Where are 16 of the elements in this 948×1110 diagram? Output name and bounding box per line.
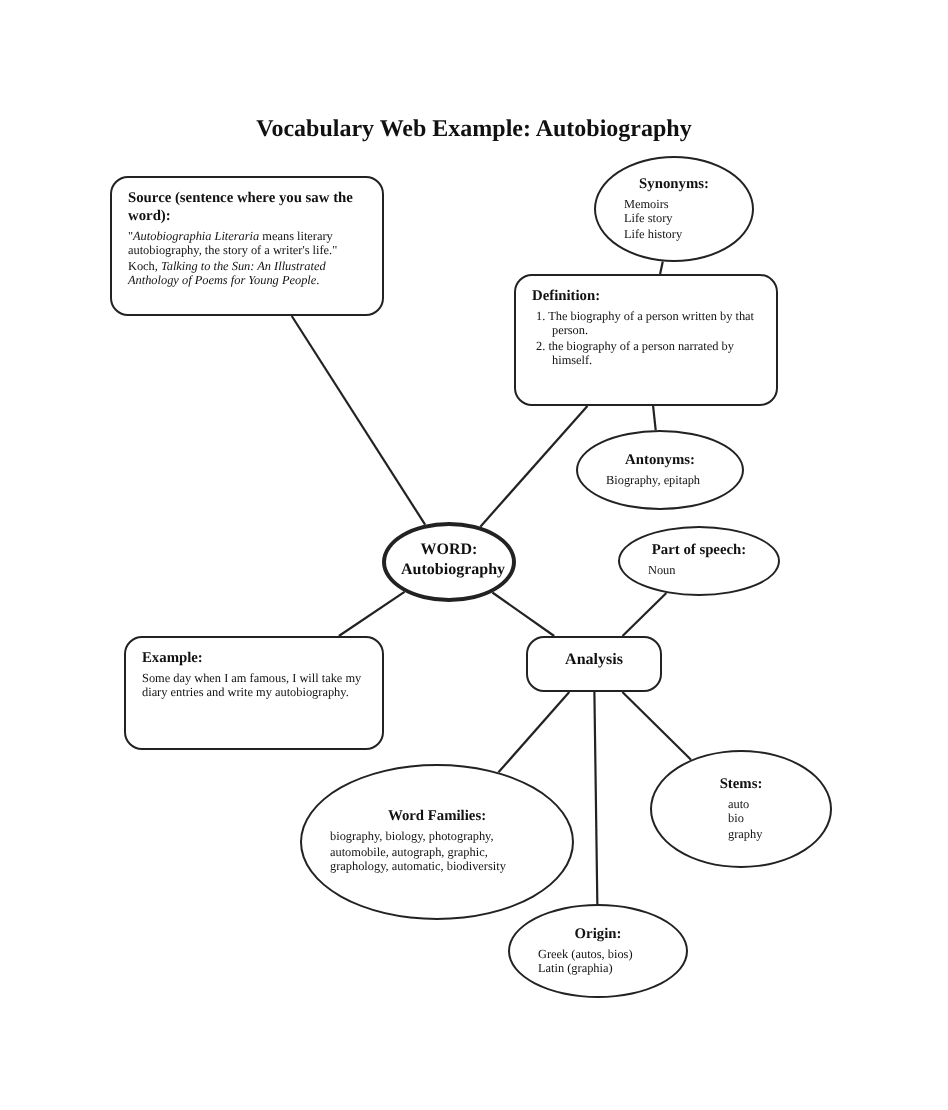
- connector-line: [338, 591, 406, 637]
- connector-line: [621, 592, 668, 637]
- connector-line: [659, 261, 664, 275]
- rounded-box: [110, 176, 384, 316]
- rounded-box: [514, 274, 778, 406]
- diagram-title: Vocabulary Web Example: Autobiography: [254, 114, 694, 144]
- connector-line: [479, 405, 589, 528]
- connector-line: [593, 692, 599, 904]
- connector-line: [497, 691, 571, 774]
- rounded-box: [124, 636, 384, 750]
- node-heading: Analysis: [565, 650, 623, 670]
- connector-line: [652, 405, 657, 431]
- connector-line: [621, 691, 692, 761]
- connector-line: [491, 591, 555, 637]
- connector-line: [290, 315, 427, 526]
- rounded-box: [526, 636, 662, 692]
